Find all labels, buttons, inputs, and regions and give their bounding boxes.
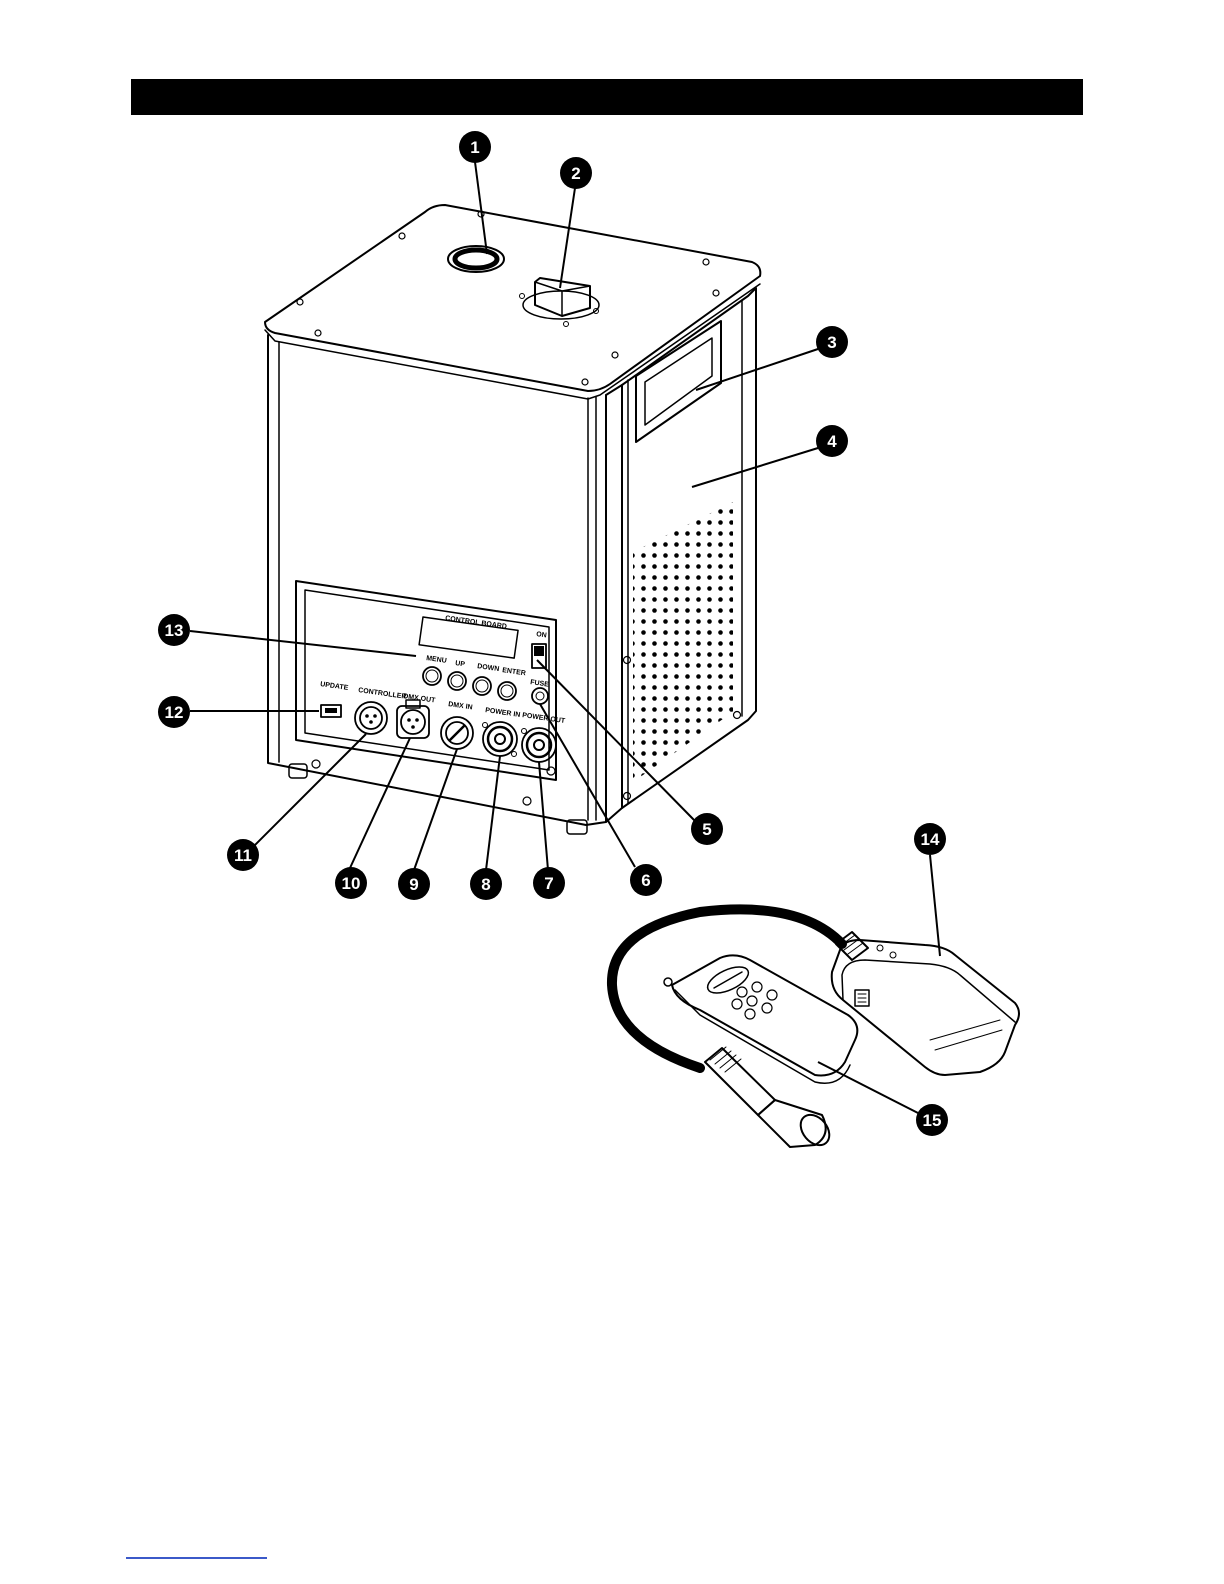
callout-6: 6 [630, 864, 662, 896]
svg-text:7: 7 [544, 874, 553, 893]
machine-unit: CONTROL BOARD MENU UP DOWN ENTER ON FUSE… [265, 205, 760, 834]
svg-text:3: 3 [827, 333, 836, 352]
callout-4: 4 [816, 425, 848, 457]
svg-text:1: 1 [470, 138, 479, 157]
svg-text:4: 4 [827, 432, 837, 451]
label-up: UP [455, 660, 466, 668]
svg-text:8: 8 [481, 875, 490, 894]
callout-3: 3 [816, 326, 848, 358]
svg-text:15: 15 [923, 1111, 942, 1130]
label-power-in: POWER IN [485, 707, 521, 719]
callout-9: 9 [398, 868, 430, 900]
label-down: DOWN [477, 663, 500, 673]
callout-10: 10 [335, 867, 367, 899]
callout-5: 5 [691, 813, 723, 845]
top-screws [297, 211, 719, 385]
label-power-out: POWER OUT [522, 712, 566, 725]
top-plate [265, 205, 760, 391]
svg-text:14: 14 [921, 830, 940, 849]
callout-8: 8 [470, 868, 502, 900]
callout-15: 15 [916, 1104, 948, 1136]
side-face [606, 385, 622, 822]
callout-1: 1 [459, 131, 491, 163]
handle-recess [636, 321, 721, 442]
refill-knob [520, 278, 600, 327]
up-button-knob [448, 672, 466, 690]
svg-text:6: 6 [641, 871, 650, 890]
callout-14: 14 [914, 823, 946, 855]
callouts: 1 2 3 4 5 6 7 8 9 10 11 12 13 14 15 [158, 131, 948, 1136]
svg-text:9: 9 [409, 875, 418, 894]
controller-port [355, 702, 387, 734]
svg-text:2: 2 [571, 164, 580, 183]
footnote-rule [126, 1557, 267, 1559]
callout-13: 13 [158, 614, 190, 646]
svg-text:5: 5 [702, 820, 711, 839]
label-menu: MENU [426, 655, 447, 665]
remote-kit [612, 909, 1019, 1150]
label-update: UPDATE [320, 681, 349, 692]
svg-text:13: 13 [165, 621, 184, 640]
xlr-plug [705, 1047, 835, 1151]
label-enter: ENTER [502, 667, 526, 677]
label-controller: CONTROLLER [358, 687, 407, 701]
enter-button-knob [498, 682, 516, 700]
power-out-port [522, 728, 557, 762]
menu-button-knob [423, 667, 441, 685]
fuse-holder [532, 688, 548, 704]
svg-text:11: 11 [234, 846, 252, 865]
svg-text:10: 10 [342, 874, 361, 893]
receiver-unit [832, 932, 1019, 1075]
callout-2: 2 [560, 157, 592, 189]
svg-text:12: 12 [165, 703, 184, 722]
callout-12: 12 [158, 696, 190, 728]
leader-lines [190, 162, 940, 1113]
callout-11: 11 [227, 839, 259, 871]
down-button-knob [473, 677, 491, 695]
label-control-board: CONTROL BOARD [445, 615, 507, 631]
power-in-port [483, 722, 518, 757]
output-nozzle [448, 246, 504, 272]
control-panel: CONTROL BOARD MENU UP DOWN ENTER ON FUSE… [296, 581, 566, 780]
label-dmx-in: DMX IN [448, 701, 473, 711]
dmx-in-port [441, 717, 473, 749]
callout-7: 7 [533, 867, 565, 899]
label-on: ON [536, 631, 547, 639]
dmx-out-port [397, 700, 429, 738]
usb-port [321, 705, 341, 717]
